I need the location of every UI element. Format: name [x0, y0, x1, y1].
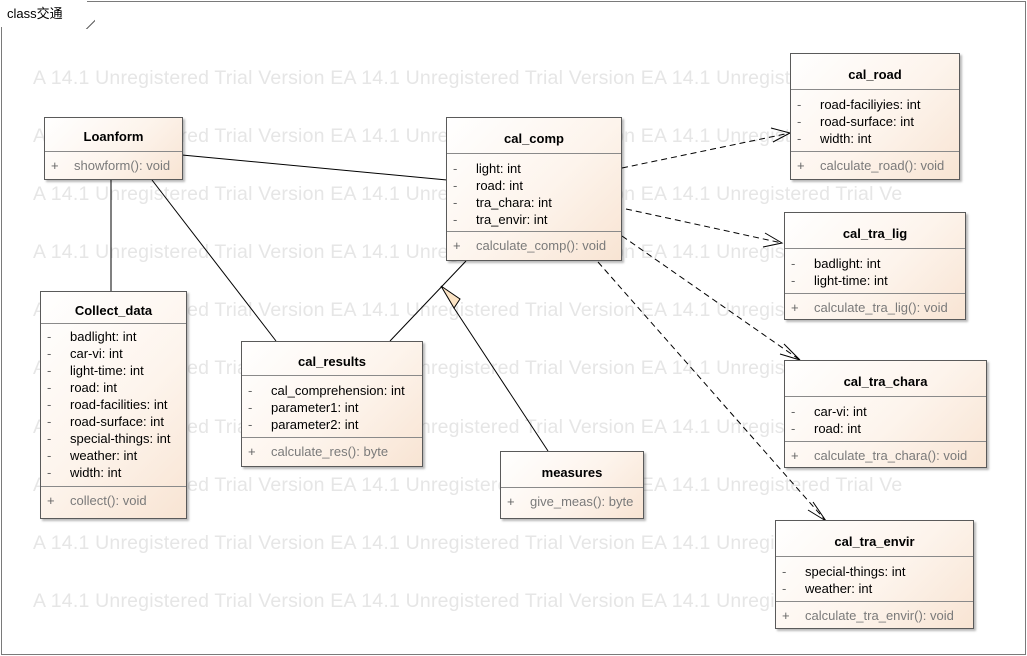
- operation-row[interactable]: +collect(): void: [47, 493, 147, 508]
- operation-row[interactable]: +calculate_tra_chara(): void: [791, 448, 968, 463]
- operations-compartment: +calculate_tra_lig(): void: [785, 294, 965, 321]
- attributes-compartment: -road-faciliyies: int -road-surface: int…: [791, 90, 959, 152]
- frame-tab-outline: [1, 1, 95, 29]
- class-loanform[interactable]: Loanform +showform(): void: [44, 117, 183, 180]
- attribute-row[interactable]: -road-faciliyies: int: [797, 97, 921, 112]
- association-loanform-calresults[interactable]: [151, 179, 277, 342]
- operations-compartment: +calculate_tra_chara(): void: [785, 442, 986, 469]
- attribute-row[interactable]: -width: int: [797, 131, 872, 146]
- class-name: cal_comp: [447, 118, 621, 154]
- attribute-row[interactable]: -road: int: [791, 421, 861, 436]
- watermark-line: A 14.1 Unregistered Trial Version EA 14.…: [33, 299, 903, 321]
- attribute-row[interactable]: -road-surface: int: [797, 114, 914, 129]
- class-name: measures: [501, 452, 643, 488]
- attributes-compartment: -special-things: int -weather: int: [776, 557, 973, 602]
- arrowhead-caltralig: [762, 232, 784, 248]
- attribute-row[interactable]: -road: int: [453, 178, 523, 193]
- attribute-row[interactable]: -light-time: int: [47, 363, 144, 378]
- attributes-compartment: -badlight: int -light-time: int: [785, 249, 965, 294]
- class-name: Collect_data: [41, 292, 186, 324]
- attribute-row[interactable]: -weather: int: [47, 448, 138, 463]
- attribute-row[interactable]: -road-facilities: int: [47, 397, 168, 412]
- operations-compartment: +collect(): void: [41, 487, 186, 514]
- attribute-row[interactable]: -badlight: int: [47, 329, 137, 344]
- dependency-calcomp-calroad[interactable]: [621, 132, 791, 169]
- watermark-line: A 14.1 Unregistered Trial Version EA 14.…: [33, 67, 903, 89]
- operations-compartment: +calculate_tra_envir(): void: [776, 602, 973, 629]
- attribute-row[interactable]: -width: int: [47, 465, 122, 480]
- operation-row[interactable]: +calculate_tra_lig(): void: [791, 300, 948, 315]
- watermark-line: A 14.1 Unregistered Trial Version EA 14.…: [33, 532, 903, 554]
- dependency-calcomp-calcompraflig[interactable]: [625, 208, 783, 244]
- class-name: cal_tra_chara: [785, 361, 986, 397]
- class-name: cal_tra_lig: [785, 213, 965, 249]
- frame-keyword: class: [7, 6, 37, 21]
- attribute-row[interactable]: -tra_chara: int: [453, 195, 552, 210]
- operation-row[interactable]: +calculate_comp(): void: [453, 238, 607, 253]
- class-name: cal_results: [242, 342, 422, 376]
- class-cal-comp[interactable]: cal_comp -light: int -road: int -tra_cha…: [446, 117, 622, 261]
- attribute-row[interactable]: -special-things: int: [47, 431, 171, 446]
- attributes-compartment: -car-vi: int -road: int: [785, 397, 986, 442]
- operation-row[interactable]: +calculate_road(): void: [797, 158, 945, 173]
- class-name: cal_road: [791, 54, 959, 90]
- attributes-compartment: -cal_comprehension: int -parameter1: int…: [242, 376, 422, 438]
- arrowhead-caltrachara: [779, 343, 801, 361]
- class-cal-results[interactable]: cal_results -cal_comprehension: int -par…: [241, 341, 423, 467]
- operations-compartment: +calculate_comp(): void: [447, 232, 621, 259]
- dependency-calcomp-caltraenvir[interactable]: [597, 261, 827, 522]
- operation-row[interactable]: +showform(): void: [51, 158, 171, 173]
- class-cal-tra-chara[interactable]: cal_tra_chara -car-vi: int -road: int +c…: [784, 360, 987, 468]
- operations-compartment: +showform(): void: [45, 152, 182, 179]
- attribute-row[interactable]: -weather: int: [782, 581, 873, 596]
- attribute-row[interactable]: -parameter1: int: [248, 400, 359, 415]
- operation-row[interactable]: +calculate_res(): byte: [248, 444, 389, 459]
- association-loanform-calcomp[interactable]: [181, 154, 448, 181]
- attribute-row[interactable]: -tra_envir: int: [453, 212, 548, 227]
- class-cal-tra-lig[interactable]: cal_tra_lig -badlight: int -light-time: …: [784, 212, 966, 320]
- attribute-row[interactable]: -cal_comprehension: int: [248, 383, 405, 398]
- dependency-calcomp-caltrachara[interactable]: [621, 235, 801, 361]
- generalization-arrowhead: [440, 285, 461, 309]
- watermark-line: A 14.1 Unregistered Trial Version EA 14.…: [33, 474, 903, 496]
- association-calresults-calcomp[interactable]: [389, 260, 467, 342]
- operations-compartment: +give_meas(): byte: [501, 488, 643, 515]
- operation-row[interactable]: +calculate_tra_envir(): void: [782, 608, 954, 623]
- attribute-row[interactable]: -special-things: int: [782, 564, 906, 579]
- attribute-row[interactable]: -light: int: [453, 161, 521, 176]
- class-collect-data[interactable]: Collect_data -badlight: int -car-vi: int…: [40, 291, 187, 519]
- class-measures[interactable]: measures +give_meas(): byte: [500, 451, 644, 519]
- operations-compartment: +calculate_road(): void: [791, 152, 959, 179]
- class-name: cal_tra_envir: [776, 521, 973, 557]
- attribute-row[interactable]: -road: int: [47, 380, 117, 395]
- operations-compartment: +calculate_res(): byte: [242, 438, 422, 465]
- generalization-measures-calcomp[interactable]: [453, 307, 549, 452]
- attributes-compartment: -light: int -road: int -tra_chara: int -…: [447, 154, 621, 232]
- attribute-row[interactable]: -car-vi: int: [791, 404, 867, 419]
- attributes-compartment: -badlight: int -car-vi: int -light-time:…: [41, 324, 186, 487]
- attribute-row[interactable]: -road-surface: int: [47, 414, 164, 429]
- class-name: Loanform: [45, 118, 182, 152]
- attribute-row[interactable]: -badlight: int: [791, 256, 881, 271]
- watermark-line: A 14.1 Unregistered Trial Version EA 14.…: [33, 590, 903, 612]
- class-cal-tra-envir[interactable]: cal_tra_envir -special-things: int -weat…: [775, 520, 974, 629]
- attribute-row[interactable]: -light-time: int: [791, 273, 888, 288]
- frame-name: 交通: [36, 6, 63, 21]
- attribute-row[interactable]: -car-vi: int: [47, 346, 123, 361]
- attribute-row[interactable]: -parameter2: int: [248, 417, 359, 432]
- frame-title: class交通: [1, 1, 87, 27]
- operation-row[interactable]: +give_meas(): byte: [507, 494, 634, 509]
- class-cal-road[interactable]: cal_road -road-faciliyies: int -road-sur…: [790, 53, 960, 180]
